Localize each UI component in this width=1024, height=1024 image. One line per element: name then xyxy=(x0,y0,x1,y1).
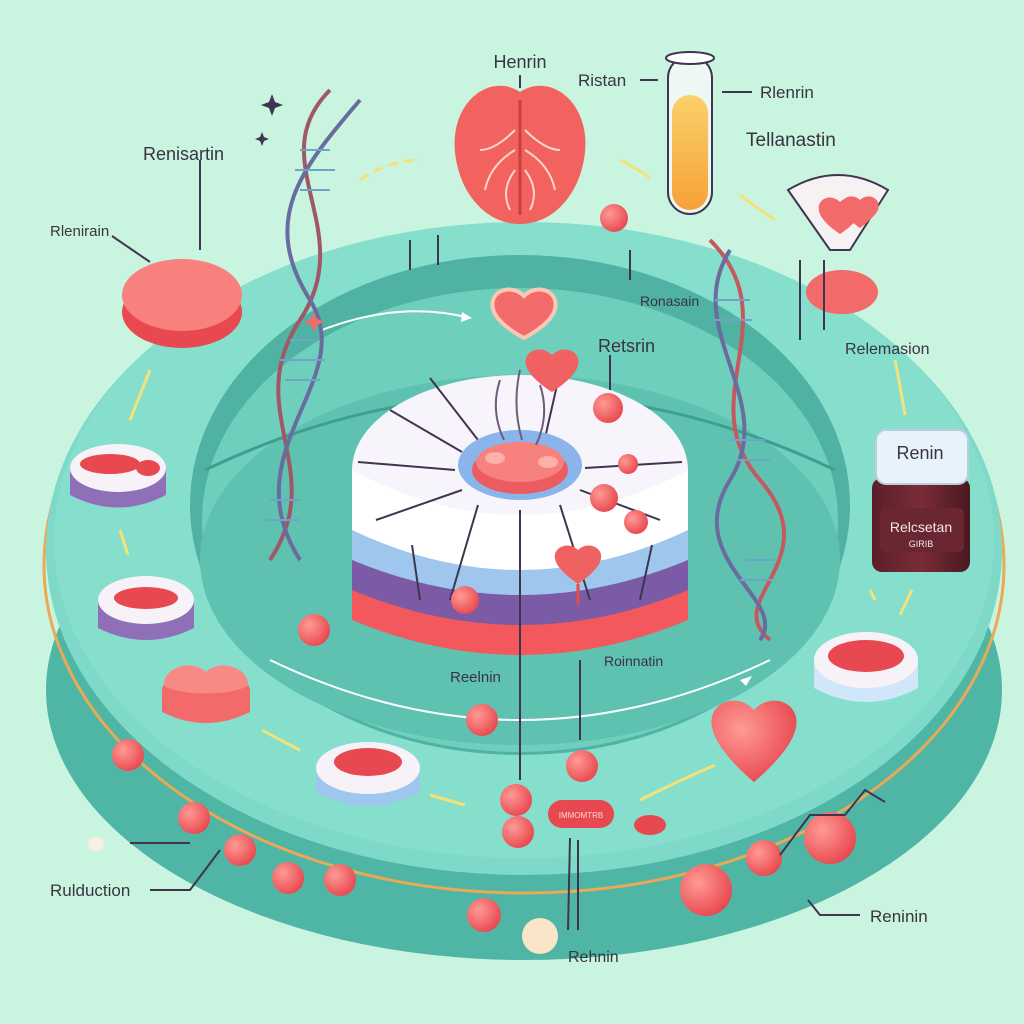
heart-icon xyxy=(490,287,558,341)
label-left-pill: Rlenirain xyxy=(50,223,109,240)
dish-icon xyxy=(70,444,166,508)
connector-lines xyxy=(111,75,886,931)
label-bottom-right: Reninin xyxy=(870,907,928,926)
dna-helix-icon xyxy=(265,88,362,562)
kidney-icon xyxy=(454,85,586,224)
heart-icon xyxy=(554,545,602,605)
label-bottom-center: Rehnin xyxy=(568,949,619,966)
dish-icon xyxy=(316,742,420,806)
label-center-right: Retsrin xyxy=(598,336,655,356)
funnel-heart-icon xyxy=(786,174,890,314)
dish-icon xyxy=(814,632,918,702)
sparkle-icon xyxy=(255,94,324,332)
test-tube-icon xyxy=(665,51,715,215)
heart-icon xyxy=(525,349,579,392)
label-capsule: IMMOMTRB xyxy=(559,811,603,820)
label-jar-sub: GIRIB xyxy=(909,539,934,549)
label-jar-top: Renin xyxy=(896,443,943,463)
label-bottom-left: Rulduction xyxy=(50,881,130,900)
capsule-icon xyxy=(88,800,666,954)
heart-icon xyxy=(711,700,797,782)
label-ring-bottom-right: Roinnatin xyxy=(604,653,663,669)
label-tube-left: Ristan xyxy=(578,71,626,90)
dna-helix-icon xyxy=(708,238,786,642)
label-top-right: Tellanastin xyxy=(746,130,836,151)
medicine-jar-icon xyxy=(872,429,970,572)
heart-icon xyxy=(161,665,251,723)
label-right-relaxation: Relemasion xyxy=(845,341,929,358)
label-left-upper: Renisartin xyxy=(143,144,224,164)
label-top-center: Henrin xyxy=(493,52,546,72)
label-jar-main: Relcsetan xyxy=(890,519,952,535)
label-tube-right: Rlenrin xyxy=(760,83,814,102)
label-ring-bottom-left: Reelnin xyxy=(450,669,501,686)
label-ring-inner-top: Ronasain xyxy=(640,293,699,309)
pill-icon xyxy=(122,259,242,348)
dish-icon xyxy=(98,576,194,640)
bead-chain xyxy=(112,204,856,932)
flow-arrows xyxy=(118,158,914,807)
layered-disk-icon xyxy=(352,369,688,655)
